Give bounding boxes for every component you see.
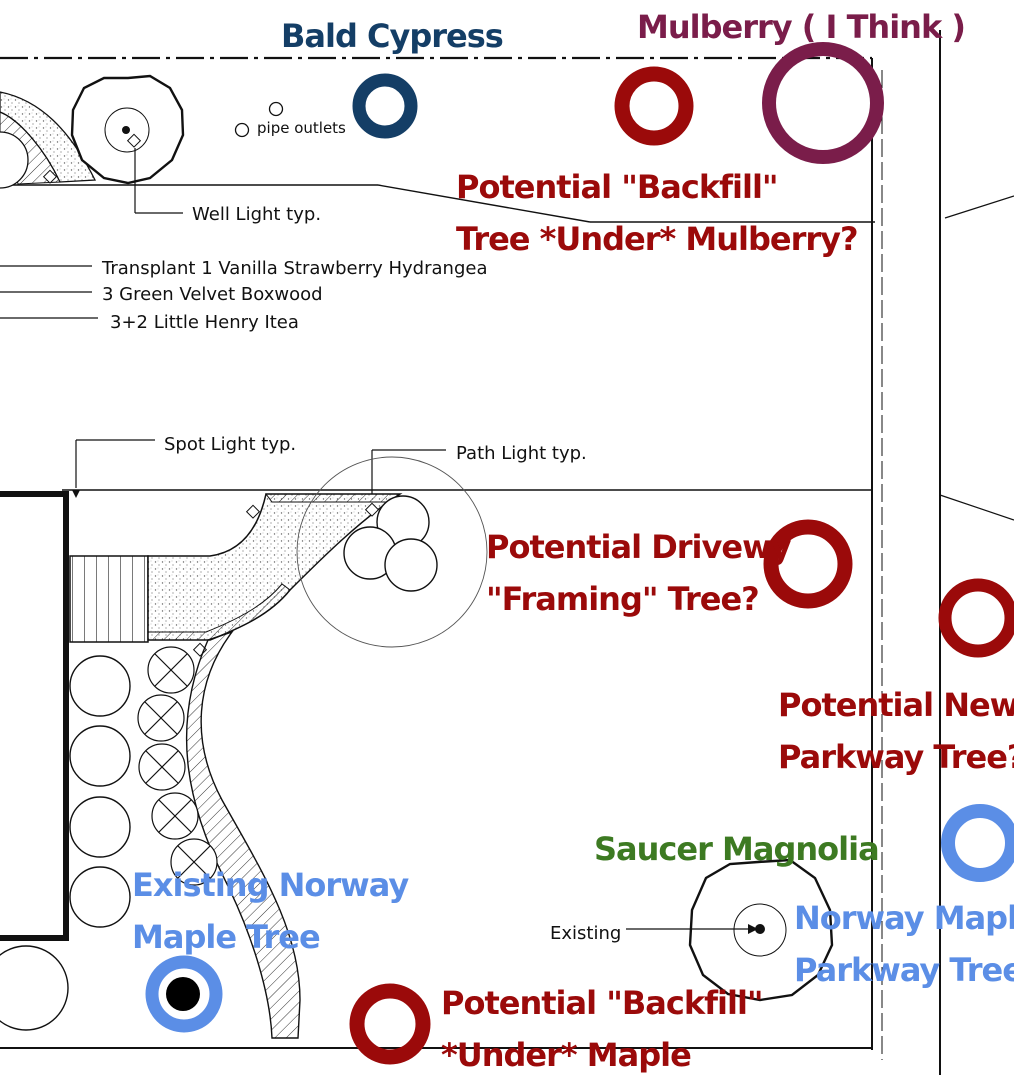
existing-norway-marker [145,955,223,1033]
walk-shrubs [296,456,488,648]
parkway-new-line2: Parkway Tree? [778,738,1014,776]
spot-light-label: Spot Light typ. [164,434,296,455]
backfill-maple-line2: *Under* Maple [441,1036,691,1074]
saucer-magnolia-label: Saucer Magnolia [594,830,879,868]
light-callouts: Spot Light typ. Path Light typ. [72,434,587,503]
mulberry-label: Mulberry ( I Think ) [637,8,965,46]
driveway-marker [763,519,853,609]
norway-parkway-line2: Parkway Tree [794,951,1014,989]
annotations: Bald Cypress Mulberry ( I Think ) Potent… [132,8,1014,1074]
plant-callouts: Well Light typ. Transplant 1 Vanilla Str… [0,204,487,333]
backfill-maple-line1: Potential "Backfill" [441,984,763,1022]
property-lines [0,30,1014,1075]
path-light-label: Path Light typ. [456,443,587,464]
top-planting-bed [0,91,97,189]
backfill-maple-marker [349,983,431,1065]
bald-cypress-label: Bald Cypress [281,17,503,55]
house-wall [0,491,69,941]
well-light-tree [70,74,185,214]
well-light-label: Well Light typ. [192,204,321,225]
hatched-border [185,630,301,1039]
backfill-mulberry-line2: Tree *Under* Mulberry? [456,220,858,258]
transplant-label: Transplant 1 Vanilla Strawberry Hydrange… [101,258,487,279]
saucer-magnolia-tree: Existing [550,858,834,1002]
bald-cypress-marker [352,73,418,139]
pipe-outlets: pipe outlets [234,101,346,138]
itea-label: 3+2 Little Henry Itea [110,312,299,333]
driveway-line1: Potential Drivewy [486,528,792,566]
norway-parkway-line1: Norway Maple [794,899,1014,937]
foundation-shrubs [0,646,218,1031]
existing-label: Existing [550,923,621,944]
tree-markers [145,42,1014,1065]
backfill-mulberry-marker [614,66,694,146]
driveway-line2: "Framing" Tree? [486,580,759,618]
parkway-new-line1: Potential New [778,686,1014,724]
front-walk [69,493,403,657]
parkway-new-marker [938,578,1014,658]
existing-norway-line2: Maple Tree [132,918,320,956]
boxwood-label: 3 Green Velvet Boxwood [102,284,323,305]
norway-parkway-marker [941,804,1014,882]
existing-norway-line1: Existing Norway [132,866,409,904]
pipe-outlets-label: pipe outlets [257,119,346,137]
backfill-mulberry-line1: Potential "Backfill" [456,168,778,206]
mulberry-marker [762,42,884,164]
